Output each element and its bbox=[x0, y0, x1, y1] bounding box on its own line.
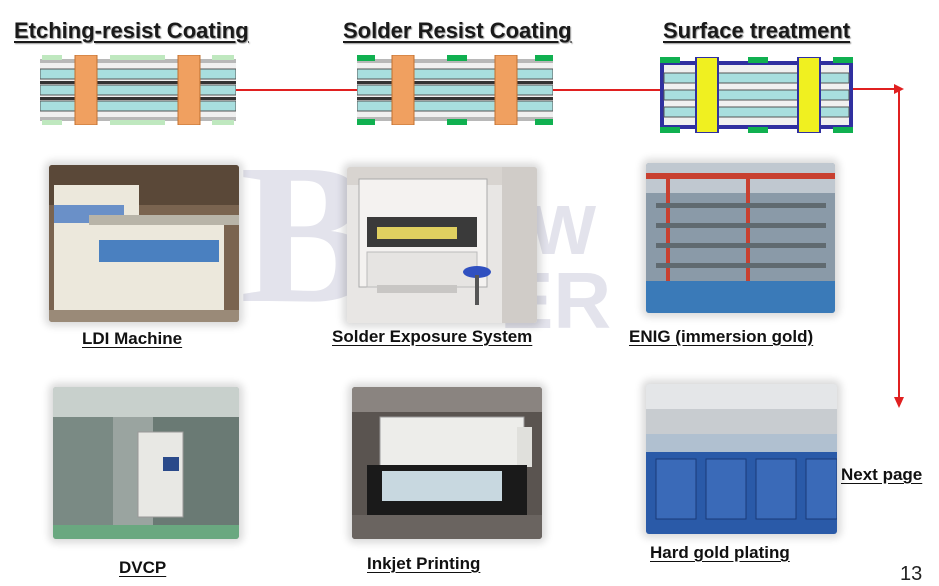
pcb-cross-section-solder bbox=[357, 55, 553, 125]
photo-solder-exposure bbox=[347, 167, 537, 323]
watermark-text-top: W bbox=[530, 191, 597, 269]
caption-inkjet: Inkjet Printing bbox=[367, 554, 481, 573]
caption-enig: ENIG (immersion gold) bbox=[629, 327, 814, 346]
next-page-link[interactable]: Next page bbox=[841, 465, 923, 484]
page-number: 13 bbox=[900, 563, 923, 585]
flow-arrowhead-down bbox=[894, 397, 904, 408]
photo-ldi-machine bbox=[49, 165, 239, 322]
photo-enig bbox=[646, 163, 835, 313]
pcb-cross-section-surface bbox=[660, 57, 853, 133]
heading-surface-treatment: Surface treatment bbox=[663, 18, 851, 43]
caption-dvcp: DVCP bbox=[119, 558, 167, 577]
photo-hard-gold bbox=[646, 384, 837, 534]
caption-ldi-machine: LDI Machine bbox=[82, 329, 183, 348]
photo-inkjet bbox=[352, 387, 542, 539]
heading-etching-resist: Etching-resist Coating bbox=[14, 18, 249, 43]
caption-hard-gold: Hard gold plating bbox=[650, 543, 790, 562]
pcb-cross-section-etching bbox=[40, 55, 236, 125]
photo-dvcp bbox=[53, 387, 239, 539]
caption-solder-exposure: Solder Exposure System bbox=[332, 327, 533, 346]
heading-solder-resist: Solder Resist Coating bbox=[343, 18, 572, 43]
